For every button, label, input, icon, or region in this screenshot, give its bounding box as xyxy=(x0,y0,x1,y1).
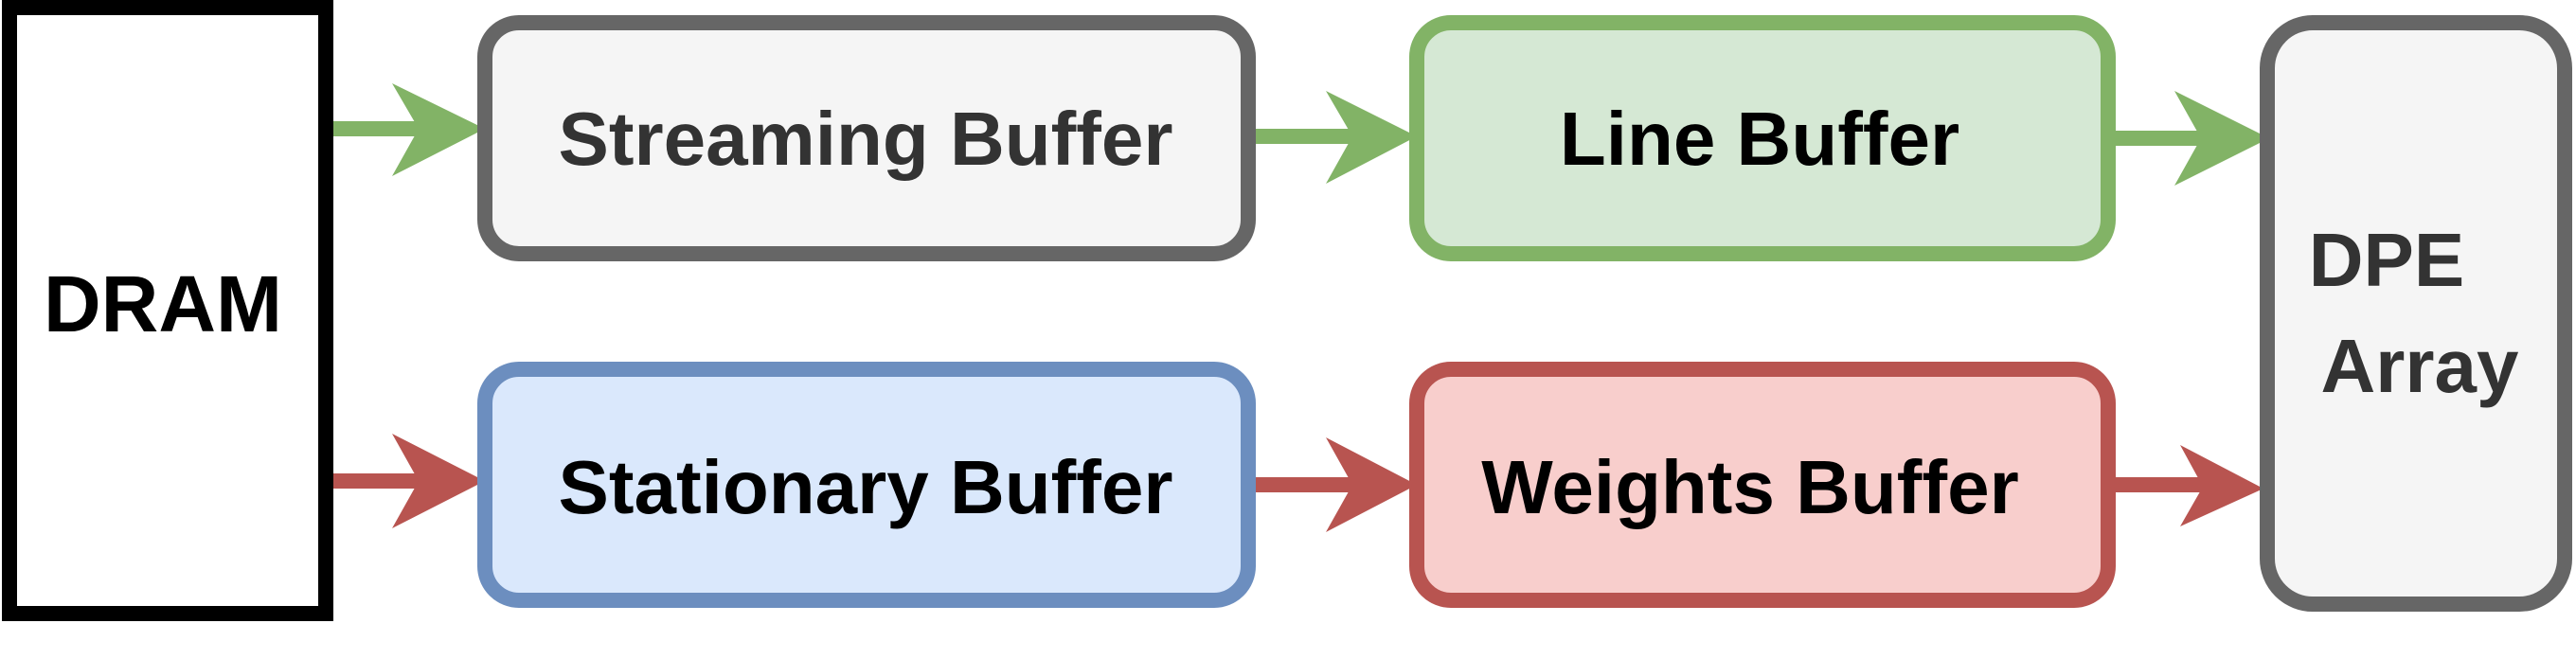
edge-dram-to-streaming xyxy=(333,83,485,176)
node-streaming-buffer-box xyxy=(477,15,1256,261)
node-streaming-buffer-label: Streaming Buffer xyxy=(559,97,1173,181)
edge-streaming-to-line xyxy=(1248,91,1417,184)
node-dram-box xyxy=(2,0,333,621)
edge-dram-to-streaming-arrowhead xyxy=(392,83,485,176)
node-weights-buffer-box xyxy=(1409,362,2116,608)
node-stationary-buffer: Stationary Buffer xyxy=(477,362,1256,608)
edge-dram-to-stationary xyxy=(311,320,485,528)
node-dram: DRAM xyxy=(2,0,333,621)
edge-dram-to-stationary-arrowhead xyxy=(392,434,485,528)
edge-weights-to-dpe-arrowhead xyxy=(2180,445,2263,526)
node-weights-buffer: Weights Buffer xyxy=(1409,362,2116,608)
node-dpe-array: DPE Array xyxy=(2260,15,2572,612)
node-line-buffer-label: Line Buffer xyxy=(1560,97,1959,181)
node-streaming-buffer: Streaming Buffer xyxy=(477,15,1256,261)
node-line-buffer-box xyxy=(1409,15,2116,261)
node-stationary-buffer-box xyxy=(477,362,1256,608)
edge-weights-to-dpe xyxy=(2108,445,2263,526)
node-dpe-array-label-line1: DPE xyxy=(2309,218,2465,302)
node-dpe-array-box xyxy=(2260,15,2572,612)
edge-stationary-to-weights xyxy=(1248,437,1417,532)
node-stationary-buffer-label: Stationary Buffer xyxy=(559,445,1173,529)
edge-line-to-dpe-arrowhead xyxy=(2174,91,2269,186)
node-line-buffer: Line Buffer xyxy=(1409,15,2116,261)
node-dpe-array-label-line2: Array xyxy=(2320,324,2519,408)
edge-stationary-to-weights-arrowhead xyxy=(1326,437,1417,532)
edge-streaming-to-line-arrowhead xyxy=(1326,91,1417,184)
node-dram-label: DRAM xyxy=(44,259,282,348)
node-weights-buffer-label: Weights Buffer xyxy=(1481,445,2018,529)
edge-line-to-dpe xyxy=(2108,91,2269,186)
